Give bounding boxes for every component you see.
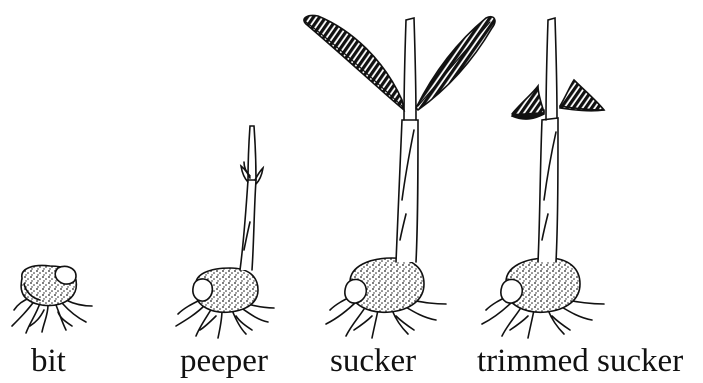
trimmed-sucker-plant-icon (482, 18, 604, 338)
corm-bit-icon (12, 266, 92, 334)
stage-label-bit: bit (31, 341, 66, 381)
stage-label-trimmed-sucker: trimmed sucker (477, 341, 683, 381)
stage-label-sucker: sucker (330, 341, 416, 381)
peeper-plant-icon (176, 126, 274, 338)
stage-label-peeper: peeper (180, 341, 268, 381)
sucker-plant-icon (304, 15, 495, 338)
